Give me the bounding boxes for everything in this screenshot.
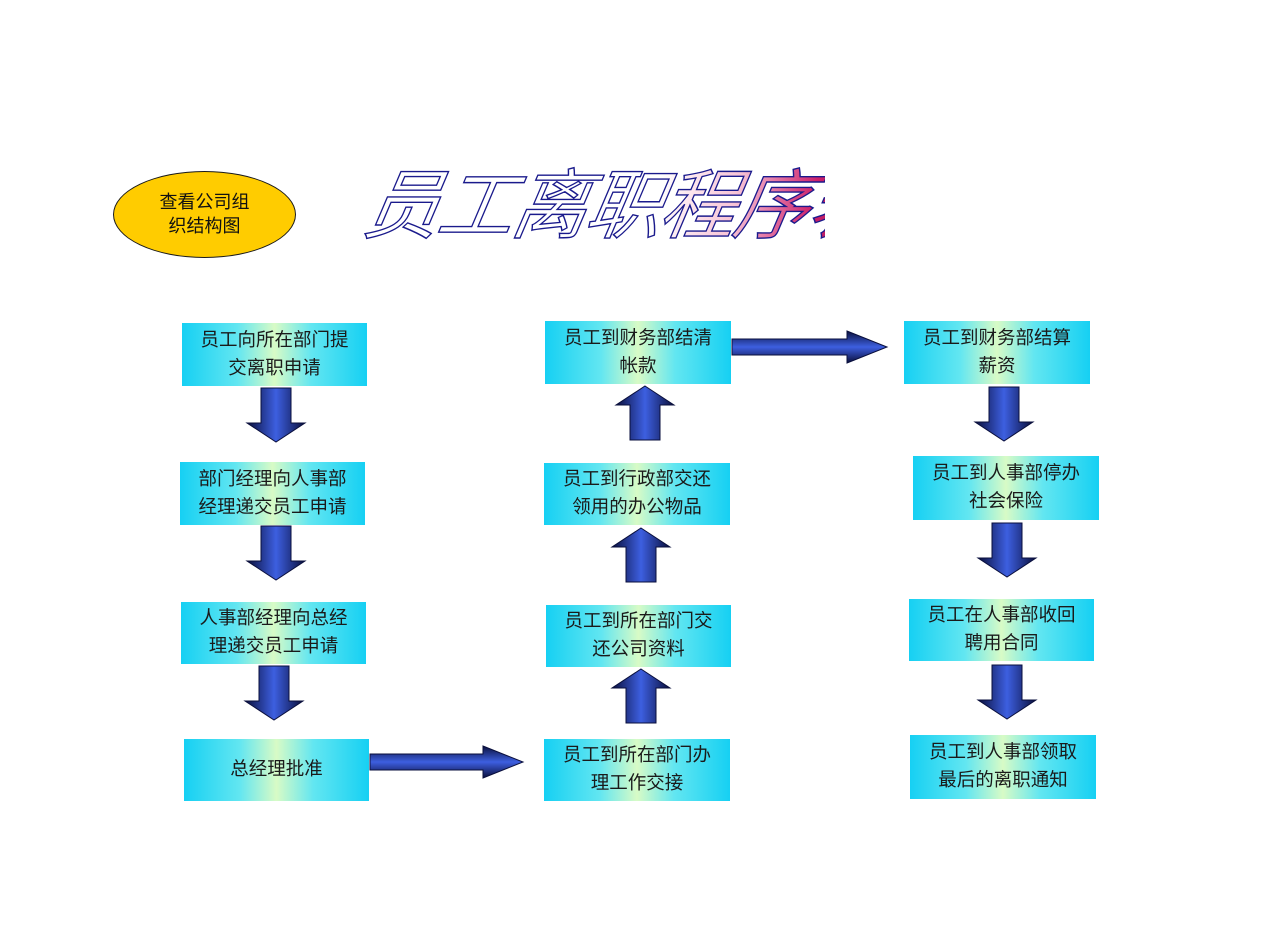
step-line: 理递交员工申请 xyxy=(208,636,339,657)
step-line: 员工到人事部领取 xyxy=(928,742,1077,763)
step-line: 聘用合同 xyxy=(964,633,1039,654)
arrow-down xyxy=(245,387,307,443)
arrow-down xyxy=(243,665,305,721)
step-settle-accounts: 员工到财务部结清帐款 xyxy=(545,321,731,384)
step-return-office-supplies: 员工到行政部交还领用的办公物品 xyxy=(544,463,730,525)
step-return-company-documents: 员工到所在部门交还公司资料 xyxy=(546,605,731,667)
step-return-employment-contract: 员工在人事部收回聘用合同 xyxy=(909,599,1094,661)
arrow-right xyxy=(731,330,889,364)
step-line: 还公司资料 xyxy=(592,639,685,660)
page-title: 员工离职程序表 xyxy=(355,140,825,260)
step-manager-submit-to-hr: 部门经理向人事部经理递交员工申请 xyxy=(180,462,365,525)
step-line: 经理递交员工申请 xyxy=(198,496,347,518)
step-line: 总经理批准 xyxy=(230,759,323,780)
step-line: 员工到财务部结算 xyxy=(922,327,1071,349)
step-line: 理工作交接 xyxy=(590,773,684,794)
arrow-right xyxy=(369,745,525,779)
step-line: 社会保险 xyxy=(968,491,1043,512)
step-line: 员工到财务部结清 xyxy=(563,327,712,349)
arrow-down xyxy=(976,522,1038,578)
step-line: 帐款 xyxy=(619,355,657,377)
step-line: 员工到所在部门交 xyxy=(564,611,713,632)
step-line: 员工到行政部交还 xyxy=(562,469,711,490)
step-line: 交离职申请 xyxy=(228,357,321,379)
arrow-up xyxy=(610,527,672,583)
step-line: 员工到所在部门办 xyxy=(562,745,711,766)
step-line: 薪资 xyxy=(978,355,1016,377)
step-line: 领用的办公物品 xyxy=(572,497,702,518)
step-line: 员工在人事部收回 xyxy=(927,605,1076,626)
page-title-text: 员工离职程序表 xyxy=(357,163,825,251)
org-chart-button-line2: 织结构图 xyxy=(168,215,241,237)
org-chart-button-line1: 查看公司组 xyxy=(159,191,250,213)
arrow-down xyxy=(245,525,307,581)
step-line: 员工到人事部停办 xyxy=(931,463,1080,484)
step-stop-social-insurance: 员工到人事部停办社会保险 xyxy=(913,456,1099,520)
step-receive-final-notice: 员工到人事部领取最后的离职通知 xyxy=(910,735,1096,799)
step-submit-resignation: 员工向所在部门提交离职申请 xyxy=(182,323,367,386)
arrow-up xyxy=(610,668,672,724)
step-line: 员工向所在部门提 xyxy=(200,329,349,351)
arrow-down xyxy=(976,664,1038,720)
step-settle-salary: 员工到财务部结算薪资 xyxy=(904,321,1090,384)
step-line: 部门经理向人事部 xyxy=(198,468,347,490)
step-gm-approval: 总经理批准 xyxy=(184,739,369,801)
arrow-down xyxy=(973,386,1035,442)
step-line: 人事部经理向总经 xyxy=(199,608,348,629)
step-work-handover: 员工到所在部门办理工作交接 xyxy=(544,739,730,801)
arrow-up xyxy=(614,385,676,441)
org-chart-button[interactable]: 查看公司组 织结构图 xyxy=(113,171,296,258)
step-hr-submit-to-gm: 人事部经理向总经理递交员工申请 xyxy=(181,602,366,664)
step-line: 最后的离职通知 xyxy=(938,770,1068,791)
